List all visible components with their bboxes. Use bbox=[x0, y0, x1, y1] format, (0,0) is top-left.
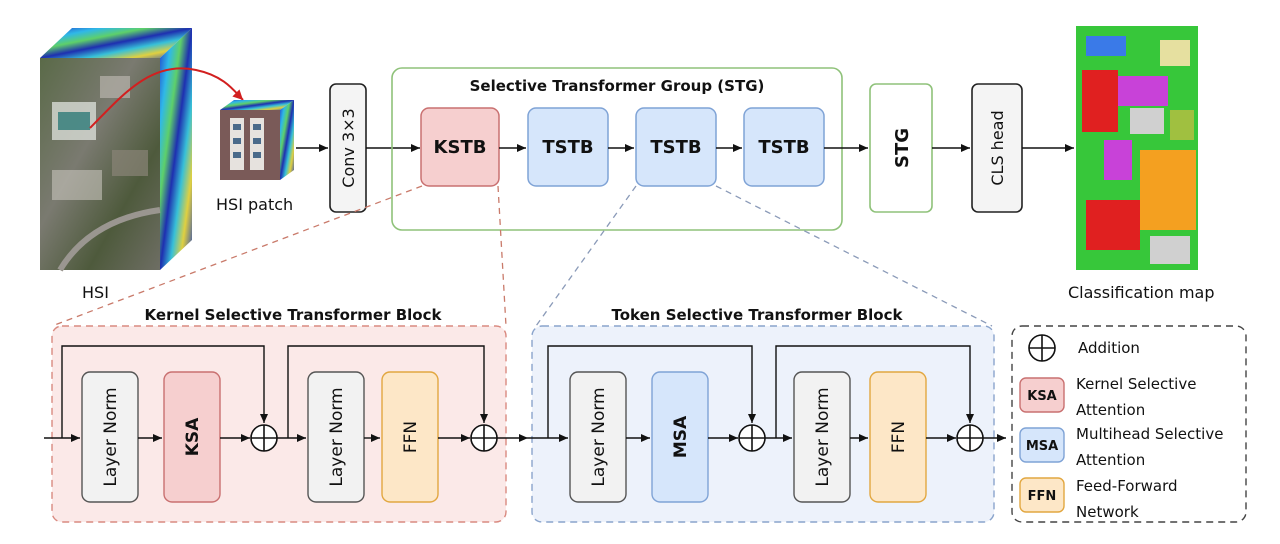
tstb-layer-norm-1 bbox=[569, 371, 627, 503]
tstb-layer-norm-1-label: Layer Norm bbox=[589, 387, 609, 486]
tstb-block-3 bbox=[743, 107, 825, 187]
legend-ffn-line1: Feed-Forward bbox=[1076, 477, 1178, 495]
kstb-add-1 bbox=[250, 424, 278, 452]
tstb-label-2: TSTB bbox=[650, 137, 701, 158]
kstb-detail: Kernel Selective Transformer Block Layer… bbox=[44, 306, 528, 523]
legend-ksa-line2: Attention bbox=[1076, 401, 1145, 419]
tstb-detail: Token Selective Transformer Block Layer … bbox=[528, 306, 1006, 523]
kstb-add-2 bbox=[470, 424, 498, 452]
stg-block: STG bbox=[869, 83, 933, 213]
kstb-layer-norm-2 bbox=[307, 371, 365, 503]
tstb-add-1 bbox=[738, 424, 766, 452]
kstb-detail-title: Kernel Selective Transformer Block bbox=[145, 306, 443, 324]
legend-ksa-abbr: KSA bbox=[1027, 389, 1057, 404]
classification-label: Classification map bbox=[1068, 283, 1215, 302]
legend-msa-abbr: MSA bbox=[1026, 439, 1058, 454]
tstb-add-2 bbox=[956, 424, 984, 452]
legend-addition-label: Addition bbox=[1078, 339, 1140, 357]
legend-msa-line1: Multihead Selective bbox=[1076, 425, 1223, 443]
kstb-layer-norm-1-label: Layer Norm bbox=[101, 387, 121, 486]
kstb-layer-norm-2-label: Layer Norm bbox=[327, 387, 347, 486]
legend-ffn-abbr: FFN bbox=[1028, 489, 1057, 504]
legend-ffn-line2: Network bbox=[1076, 503, 1139, 521]
ksa-block bbox=[163, 371, 221, 503]
tstb-layer-norm-2-label: Layer Norm bbox=[813, 387, 833, 486]
legend-msa-swatch bbox=[1019, 427, 1065, 463]
tstb-block-1 bbox=[527, 107, 609, 187]
ksa-label: KSA bbox=[183, 417, 203, 456]
tstb-detail-title: Token Selective Transformer Block bbox=[612, 306, 904, 324]
cls-head-block: CLS head bbox=[971, 83, 1023, 213]
hsi-patch-label: HSI patch bbox=[216, 195, 293, 214]
legend-ksa-swatch bbox=[1019, 377, 1065, 413]
msa-label: MSA bbox=[671, 415, 691, 458]
kstb-label: KSTB bbox=[434, 137, 487, 158]
hsi-label: HSI bbox=[82, 283, 109, 302]
patch-extract-arrow bbox=[89, 67, 244, 129]
tstb-ffn-label: FFN bbox=[889, 421, 909, 453]
legend-ksa-line1: Kernel Selective bbox=[1076, 375, 1196, 393]
tstb-label-1: TSTB bbox=[542, 137, 593, 158]
kstb-block bbox=[420, 107, 500, 187]
legend: Addition KSA Kernel Selective Attention … bbox=[1011, 325, 1247, 523]
hsi-cube bbox=[40, 28, 192, 272]
legend-msa-line2: Attention bbox=[1076, 451, 1145, 469]
tstb-layer-norm-2 bbox=[793, 371, 851, 503]
tstb-ffn-block bbox=[869, 371, 927, 503]
tstb-block-2 bbox=[635, 107, 717, 187]
stg-group-title: Selective Transformer Group (STG) bbox=[470, 77, 765, 95]
kstb-layer-norm-1 bbox=[81, 371, 139, 503]
legend-addition-icon bbox=[1028, 334, 1056, 362]
hsi-patch bbox=[220, 100, 294, 180]
msa-block bbox=[651, 371, 709, 503]
kstb-ffn-label: FFN bbox=[401, 421, 421, 453]
classification-map bbox=[1076, 26, 1198, 270]
conv-label: Conv 3×3 bbox=[339, 108, 358, 187]
kstb-ffn-block bbox=[381, 371, 439, 503]
cls-head-label: CLS head bbox=[988, 110, 1007, 185]
legend-ffn-swatch bbox=[1019, 477, 1065, 513]
tstb-label-3: TSTB bbox=[758, 137, 809, 158]
conv-block: Conv 3×3 bbox=[329, 83, 367, 213]
stg-label: STG bbox=[892, 128, 913, 168]
stg-group: Selective Transformer Group (STG) KSTB T… bbox=[391, 67, 843, 231]
